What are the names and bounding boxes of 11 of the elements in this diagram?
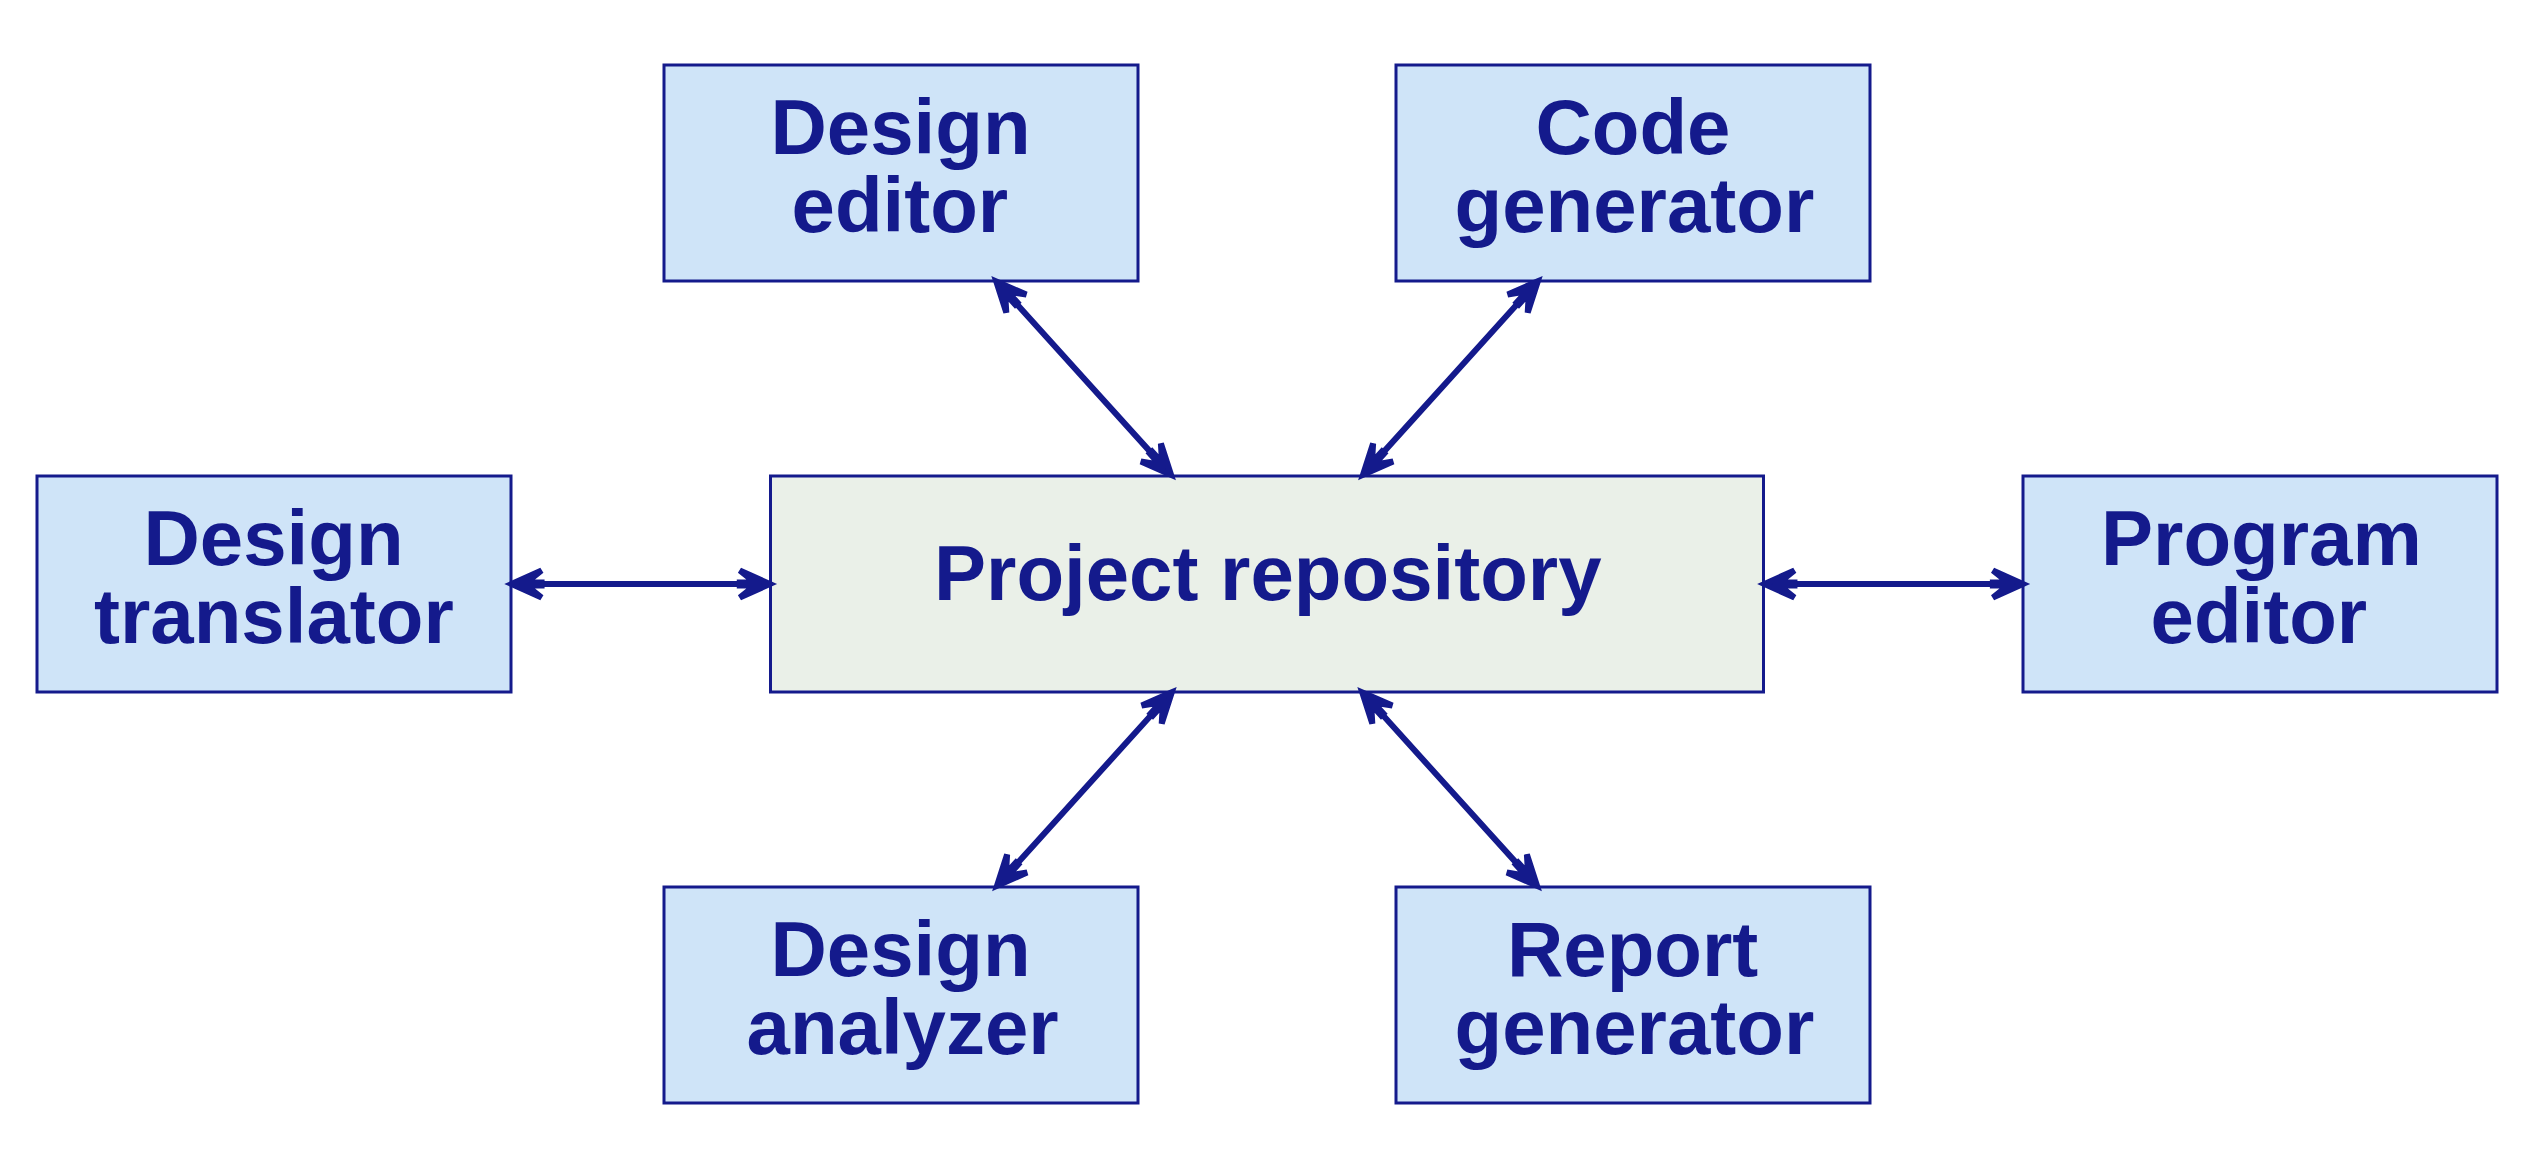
arrow	[993, 278, 1174, 478]
node-box: Design editor	[662, 63, 1140, 283]
node-box: Design translator	[35, 474, 513, 694]
node-box: Program editor	[2021, 474, 2499, 694]
arrow	[1360, 278, 1541, 478]
node-box: Project repository	[769, 474, 1765, 694]
node-box: Design analyzer	[662, 885, 1140, 1105]
arrow	[994, 689, 1175, 889]
node-box: Code generator	[1394, 63, 1872, 283]
arrow	[1359, 689, 1540, 889]
node-box: Report generator	[1394, 885, 1872, 1105]
